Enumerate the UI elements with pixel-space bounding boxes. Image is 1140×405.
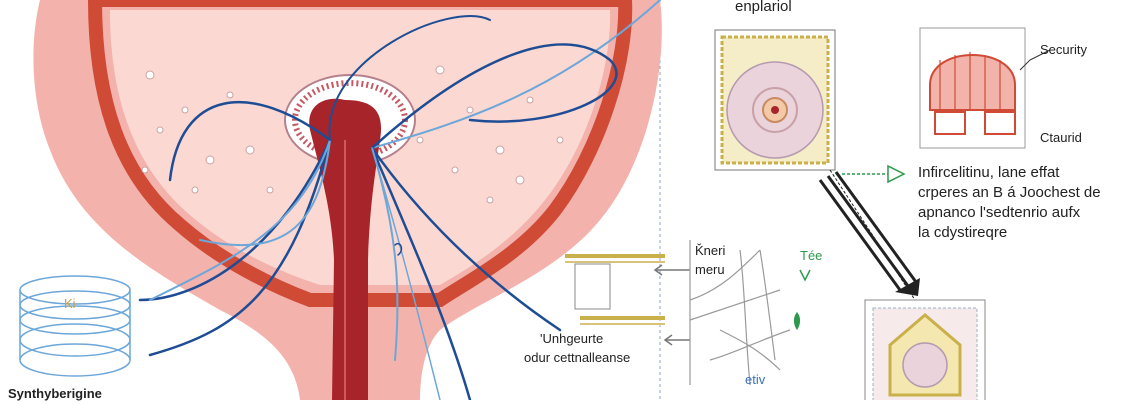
label-cettnalleanse: odur cettnalleanse bbox=[524, 350, 631, 365]
green-arrow-icon bbox=[887, 164, 906, 184]
inset-cell-square bbox=[714, 29, 836, 171]
inset-muscle-bundle bbox=[919, 27, 1051, 149]
dotted-guide bbox=[829, 169, 916, 301]
label-ctaurid: Ctaurid bbox=[1040, 130, 1082, 145]
label-unhgeurte: 'Unhgeurte bbox=[540, 331, 604, 346]
tubule-top bbox=[565, 254, 665, 310]
label-top-header: enplariol bbox=[735, 0, 792, 15]
leaf-icon bbox=[793, 312, 801, 330]
label-oneri: Ǩneri bbox=[695, 243, 726, 258]
down-arrow-icon bbox=[799, 269, 811, 282]
label-meru: meru bbox=[695, 262, 725, 277]
label-ktiv: etiv bbox=[745, 372, 766, 387]
note-line-1: Infircelitinu, lane effat bbox=[918, 164, 1060, 181]
nerve-fibers bbox=[138, 0, 661, 402]
tubule-bottom bbox=[580, 316, 665, 325]
note-line-2: crperes an B á Joochest de bbox=[918, 184, 1101, 201]
cell-cluster-right bbox=[416, 65, 564, 204]
label-security: Security bbox=[1040, 42, 1087, 57]
cell-cluster-left bbox=[141, 70, 274, 194]
organ-wall bbox=[87, 0, 633, 307]
label-bottom-left: Synthyberigine bbox=[8, 386, 102, 401]
striped-arrow bbox=[818, 171, 918, 291]
striped-arrow-head bbox=[895, 278, 920, 296]
note-line-3: apnanco l'sedtenrio aufx bbox=[918, 204, 1081, 221]
coiled-structure bbox=[19, 275, 131, 377]
branching-nerve-sketch bbox=[689, 240, 791, 386]
note-line-4: la cdystireqre bbox=[918, 224, 1008, 241]
chevron-arrow-icon bbox=[653, 264, 690, 346]
label-ki: Ki bbox=[64, 296, 76, 311]
inset-bottom-cell bbox=[864, 299, 986, 405]
label-tee: Tée bbox=[800, 248, 823, 263]
